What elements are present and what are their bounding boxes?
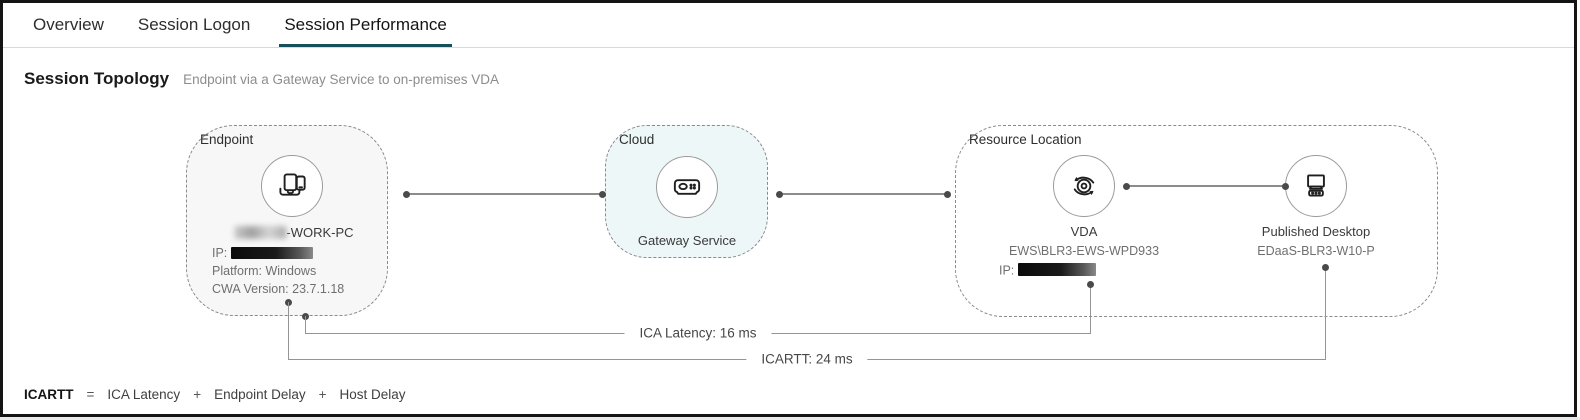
gateway-icon [673,179,701,195]
tab-session-logon[interactable]: Session Logon [137,15,251,34]
endpoint-cwa-version: CWA Version: 23.7.1.18 [212,282,345,296]
redacted-name-prefix [234,226,287,239]
ica-latency-anchor-dot [1087,281,1094,288]
redacted-ip-bar [1017,263,1096,276]
vda-ip-row: IP: [999,263,1096,278]
resource-location-group-box: Resource Location [955,125,1438,317]
tabbar-divider [3,47,1574,48]
icartt-anchor-dot [1322,264,1329,271]
vda-ip-label: IP: [999,263,1015,278]
page-subtitle: Endpoint via a Gateway Service to on-pre… [183,72,500,87]
endpoint-node [261,155,323,217]
connector-dot [599,191,606,198]
connector-dot [403,191,410,198]
connector-vda-desktop [1126,185,1286,187]
endpoint-ip-row: IP: [212,246,313,260]
desktop-icon [1307,174,1325,197]
icartt-right-vline [1324,268,1326,359]
ica-latency-left-vline [304,316,306,333]
formula-operand-endpoint-delay: Endpoint Delay [214,387,306,402]
connector-dot [1123,183,1130,190]
published-desktop-machine-name: EDaaS-BLR3-W10-P [1257,244,1375,258]
window-bottom-shadow [0,417,1580,420]
gateway-service-node [656,156,718,218]
icartt-left-vline [287,302,289,359]
vda-machine-name: EWS\BLR3-EWS-WPD933 [1008,244,1160,258]
tab-overview[interactable]: Overview [33,15,104,34]
formula-operand-host-delay: Host Delay [339,387,406,402]
endpoint-ip-label: IP: [212,246,228,260]
formula-term: ICARTT [24,387,74,402]
tab-bar: Overview Session Logon Session Performan… [3,3,1574,47]
connector-dot [944,191,951,198]
icartt-label: ICARTT: 24 ms [746,351,868,367]
published-desktop-label: Published Desktop [1261,224,1371,239]
endpoint-group-label: Endpoint [200,132,254,147]
connector-dot [776,191,783,198]
icartt-formula: ICARTT = ICA Latency + Endpoint Delay + … [24,387,406,402]
vda-node [1053,155,1115,217]
session-topology-diagram: Endpoint -WORK-PC IP: Platform: Windows … [3,3,1574,414]
section-header: Session Topology Endpoint via a Gateway … [24,69,499,89]
redacted-ip-bar [230,246,313,259]
formula-plus: + [193,387,202,402]
tab-session-performance[interactable]: Session Performance [279,3,452,47]
endpoint-platform: Platform: Windows [212,264,317,278]
formula-plus: + [318,387,327,402]
gateway-service-label: Gateway Service [637,233,737,248]
vda-icon [1073,176,1095,196]
published-desktop-node [1285,155,1347,217]
vda-label: VDA [1070,224,1098,239]
devices-icon [279,173,306,196]
formula-operand-ica-latency: ICA Latency [107,387,181,402]
resource-location-group-label: Resource Location [969,132,1082,147]
connector-cloud-resource [779,193,948,195]
formula-equals: = [86,387,95,402]
connector-dot [1282,183,1289,190]
ica-latency-label: ICA Latency: 16 ms [624,325,772,341]
page-title: Session Topology [24,69,170,88]
endpoint-device-name: -WORK-PC [234,225,354,240]
cloud-group-label: Cloud [619,132,655,147]
connector-endpoint-cloud [406,193,603,195]
ica-latency-right-vline [1089,285,1091,333]
